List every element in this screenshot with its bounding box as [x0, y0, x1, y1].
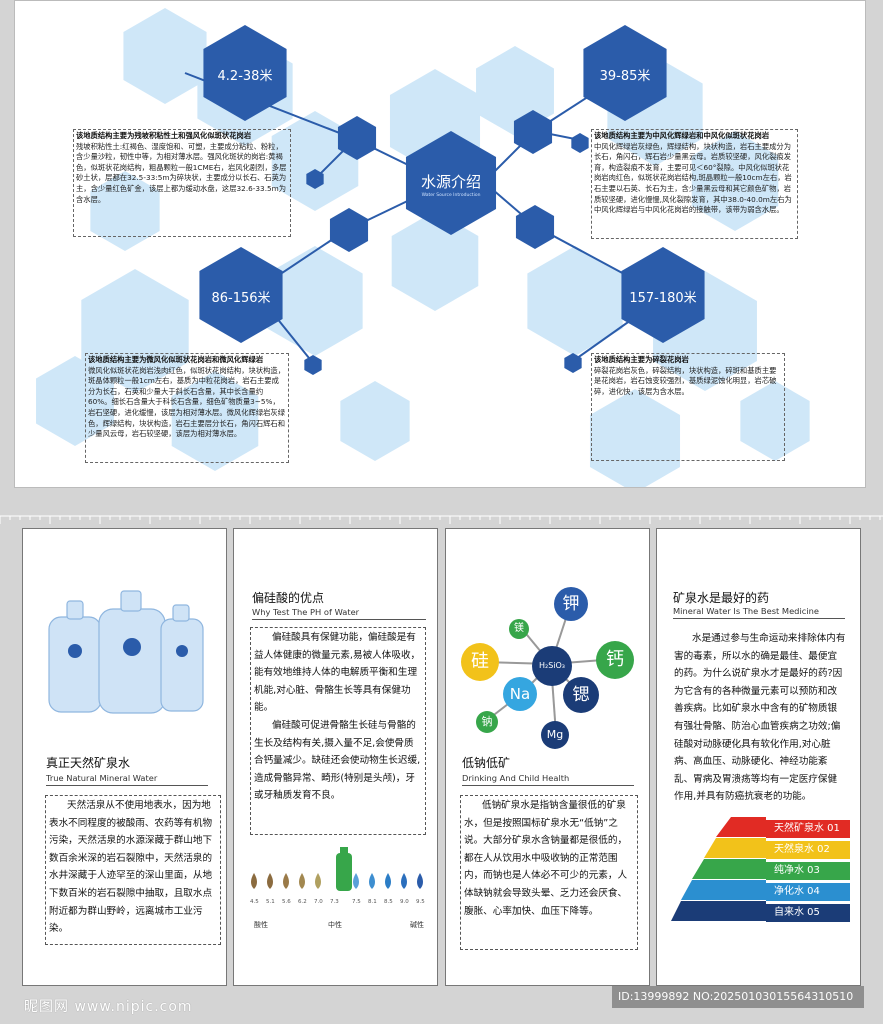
geology-block-4: 该地质结构主要为碎裂花岗岩 碎裂花岗岩灰色，碎裂结构，块状构造，碎斑和基质主要是… — [591, 353, 785, 461]
geology-body-3: 微风化似斑状花岗岩浅肉红色，似斑状花岗结构，块状构造，斑晶体颗粒一般1cm左右，… — [88, 365, 286, 439]
panel4-rule — [673, 618, 845, 619]
panel3-rule — [462, 785, 634, 786]
panel4-title: 矿泉水是最好的药 — [673, 591, 770, 605]
water-quality-pyramid — [671, 817, 766, 921]
ph-drop-icon — [315, 873, 321, 889]
panel1-body-text: 天然活泉从不使用地表水，因为地表水不同程度的被酸雨、农药等有机物污染，天然活泉的… — [49, 800, 213, 935]
geology-block-3: 该地质结构主要为微风化似斑状花岗岩和微风化辉绿岩 微风化似斑状花岗岩浅肉红色，似… — [85, 353, 289, 463]
panel-natural-water: 真正天然矿泉水 True Natural Mineral Water 天然活泉从… — [22, 528, 227, 986]
ph-drop-icon — [401, 873, 407, 889]
panel-silicic-acid: 偏硅酸的优点 Why Test The PH of Water 偏硅酸具有保健功… — [233, 528, 438, 986]
geology-heading-1: 该地质结构主要为残坡积粘性土和强风化似斑状花岗岩 — [76, 131, 252, 140]
mineral-strontium: 锶 — [563, 677, 599, 713]
mineral-silicon: 硅 — [461, 643, 499, 681]
pyramid-level-5: 自来水 05 — [766, 904, 850, 922]
ph-value: 6.2 — [298, 899, 307, 905]
panel2-title: 偏硅酸的优点 — [252, 591, 325, 605]
panel1-body: 天然活泉从不使用地表水，因为地表水不同程度的被酸雨、农药等有机物污染，天然活泉的… — [45, 795, 221, 945]
ph-drop-icon — [385, 873, 391, 889]
ph-value: 5.6 — [282, 899, 291, 905]
panel4-body-text: 水是通过参与生命运动来排除体内有害的毒素，所以水的确是最佳、最便宜的药。为什么说… — [674, 633, 846, 803]
geology-heading-4: 该地质结构主要为碎裂花岗岩 — [594, 355, 689, 364]
ph-value: 7.3 — [330, 899, 339, 905]
ph-drop-icon — [417, 873, 423, 889]
geology-body-1: 残坡积粘性土:红褐色、湿度饱和、可塑，主要成分粘粒、粉粒，含少量沙粒，韧性中等，… — [76, 141, 287, 204]
pyramid-level-2: 天然泉水 02 — [766, 841, 850, 859]
mineral-potassium: 钾 — [554, 587, 588, 621]
geology-heading-3: 该地质结构主要为微风化似斑状花岗岩和微风化辉绿岩 — [88, 355, 264, 364]
panel2-body-1: 偏硅酸具有保健功能，偏硅酸是有益人体健康的微量元素,易被人体吸收，能有效地维持人… — [254, 632, 421, 714]
pyramid-level-4: 净化水 04 — [766, 883, 850, 901]
depth-label-1: 4.2-38米 — [217, 69, 273, 84]
panel3-body: 低钠矿泉水是指钠含量很低的矿泉水，但是按照国标矿泉水无“低钠”之说。大部分矿泉水… — [460, 795, 638, 950]
mineral-calcium: 钙 — [596, 641, 634, 679]
depth-label-3: 86-156米 — [211, 291, 271, 306]
ph-value: 7.5 — [352, 899, 361, 905]
ph-value: 4.5 — [250, 899, 259, 905]
panel4-subtitle: Mineral Water Is The Best Medicine — [673, 606, 819, 616]
center-title: 水源介绍 — [420, 173, 481, 191]
panel-best-medicine: 矿泉水是最好的药 Mineral Water Is The Best Medic… — [656, 528, 861, 986]
ph-label-alkaline: 碱性 — [410, 921, 424, 929]
ph-value: 8.5 — [384, 899, 393, 905]
panel3-subtitle: Drinking And Child Health — [462, 773, 570, 783]
panel4-body: 水是通过参与生命运动来排除体内有害的毒素，所以水的确是最佳、最便宜的药。为什么说… — [671, 629, 849, 807]
water-bottles-illustration — [48, 590, 204, 714]
ph-drop-icon — [283, 873, 289, 889]
ph-drop-icon — [267, 873, 273, 889]
geology-block-2: 该地质结构主要为中风化辉绿岩和中风化似斑状花岗岩 中风化辉绿岩灰绿色，辉绿结构，… — [591, 129, 798, 239]
panel2-body: 偏硅酸具有保健功能，偏硅酸是有益人体健康的微量元素,易被人体吸收，能有效地维持人… — [250, 627, 426, 835]
ph-drop-icon — [353, 873, 359, 889]
panel-low-sodium: 钾 镁 硅 H₂SiO₃ 钙 Na 锶 钠 Mg 低钠低矿 Drinking A… — [445, 528, 650, 986]
panel1-subtitle: True Natural Mineral Water — [46, 773, 158, 783]
neutral-bottle-icon — [336, 853, 352, 891]
mineral-mg: Mg — [541, 721, 569, 749]
ph-value: 7.0 — [314, 899, 323, 905]
panel1-title: 真正天然矿泉水 — [46, 756, 131, 770]
ph-value: 9.0 — [400, 899, 409, 905]
geology-block-1: 该地质结构主要为残坡积粘性土和强风化似斑状花岗岩 残坡积粘性土:红褐色、湿度饱和… — [73, 129, 291, 237]
center-subtitle: Water Source Introduction — [421, 193, 481, 198]
mineral-sodium-cn: 钠 — [476, 711, 498, 733]
mineral-magnesium-cn: 镁 — [509, 619, 529, 639]
pyramid-level-1: 天然矿泉水 01 — [766, 820, 850, 838]
ph-scale: 4.5 5.1 5.6 6.2 7.0 7.3 7.5 8.1 8.5 9.0 9.5 — [250, 847, 425, 905]
water-source-infographic: 水源介绍 Water Source Introduction 4.2-38米 3… — [14, 0, 866, 488]
mineral-silicic-acid: H₂SiO₃ — [532, 646, 572, 686]
ph-drop-icon — [299, 873, 305, 889]
panel2-subtitle: Why Test The PH of Water — [252, 607, 360, 617]
ph-label-acid: 酸性 — [254, 921, 268, 929]
hexagon-network — [36, 8, 810, 487]
mineral-na: Na — [503, 677, 537, 711]
panel3-body-text: 低钠矿泉水是指钠含量很低的矿泉水，但是按照国标矿泉水无“低钠”之说。大部分矿泉水… — [464, 800, 628, 917]
panel2-rule — [252, 619, 426, 620]
ph-value: 8.1 — [368, 899, 377, 905]
depth-label-4: 157-180米 — [629, 291, 697, 306]
panel2-body-2: 偏硅酸可促进骨骼生长硅与骨骼的生长及结构有关,摄入量不足,会使骨质合钙量减少。缺… — [254, 719, 421, 802]
ph-value: 9.5 — [416, 899, 425, 905]
ph-drop-icon — [251, 873, 257, 889]
ph-value: 5.1 — [266, 899, 275, 905]
panel3-title: 低钠低矿 — [462, 756, 511, 770]
geology-body-4: 碎裂花岗岩灰色，碎裂结构，块状构造，碎斑和基质主要是花岗岩，岩石蚀变较强烈，基质… — [594, 365, 777, 396]
geology-heading-2: 该地质结构主要为中风化辉绿岩和中风化似斑状花岗岩 — [594, 131, 770, 140]
pyramid-level-3: 纯净水 03 — [766, 862, 850, 880]
ph-label-neutral: 中性 — [328, 921, 342, 929]
geology-body-2: 中风化辉绿岩灰绿色，辉绿结构，块状构造，岩石主要成分为长石，角闪石，辉石岩少量黑… — [594, 141, 792, 215]
panel1-rule — [46, 785, 208, 786]
ruler — [0, 510, 883, 532]
ph-drop-icon — [369, 873, 375, 889]
depth-label-2: 39-85米 — [599, 69, 651, 84]
watermark-left: 昵图网 www.nipic.com — [24, 999, 193, 1015]
watermark-id: ID:13999892 NO:20250103015564310510 — [612, 986, 864, 1008]
